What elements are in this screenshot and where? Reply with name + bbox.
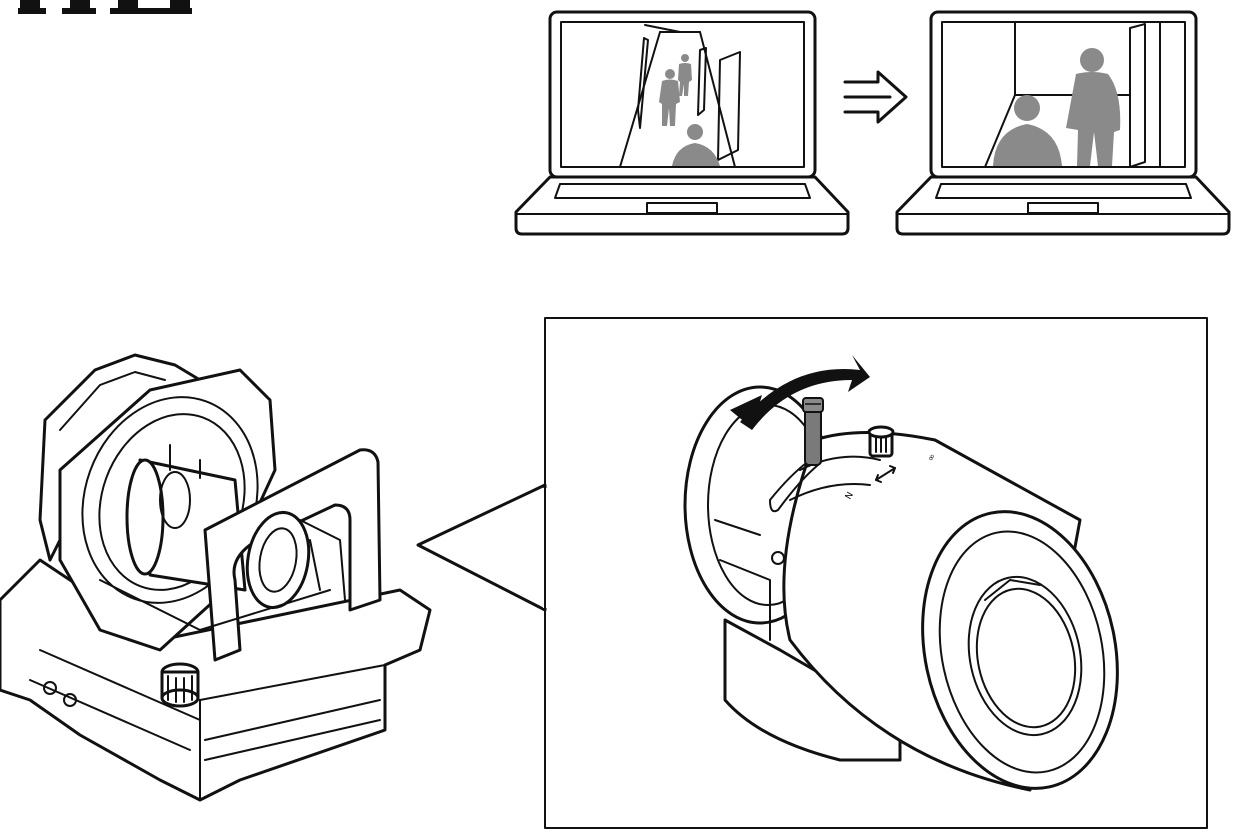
header-glyph — [18, 0, 192, 14]
zoom-knob — [867, 425, 895, 458]
corridor-scene-zoomed — [984, 21, 1161, 168]
detail-callout — [416, 317, 1208, 829]
rotation-arrow — [730, 355, 870, 430]
transition-arrow — [843, 70, 908, 124]
connector-knob — [160, 662, 200, 708]
focus-lever — [802, 397, 824, 466]
camera-housing — [0, 353, 432, 802]
person-silhouettes-wide — [659, 54, 720, 166]
corridor-scene-wide — [619, 24, 741, 168]
person-silhouettes-zoomed — [993, 48, 1121, 166]
far-label: ∞ — [926, 452, 938, 463]
lens-closeup: N ∞ — [683, 355, 1119, 792]
laptop-after — [895, 10, 1231, 236]
near-label: N — [844, 491, 856, 502]
laptop-before — [514, 10, 850, 236]
